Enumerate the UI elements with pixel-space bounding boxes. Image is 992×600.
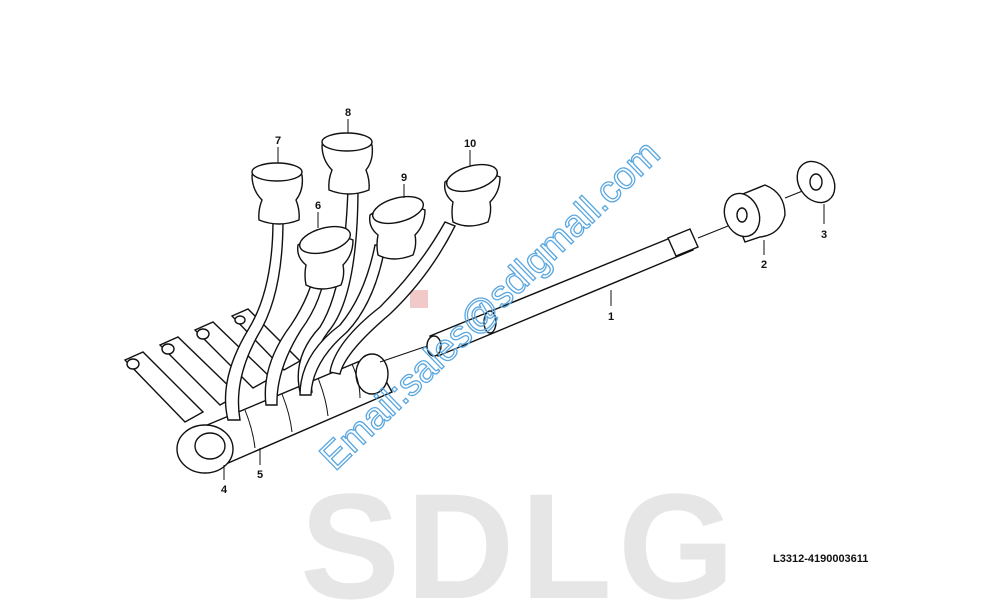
washer: [796, 160, 836, 204]
callout-1: 1: [608, 311, 614, 323]
callout-5: 5: [257, 469, 263, 481]
drawing-code: L3312-4190003611: [773, 553, 869, 565]
callout-6: 6: [315, 200, 321, 212]
callout-2: 2: [761, 259, 767, 271]
callout-8: 8: [345, 107, 351, 119]
brand-watermark: SDLG: [300, 462, 741, 600]
callout-9: 9: [401, 172, 407, 184]
leader-lines: [223, 119, 825, 480]
main-shaft-assembly: [176, 353, 393, 474]
lever-ears: [123, 308, 302, 423]
control-levers: [224, 132, 501, 421]
pin: [379, 225, 729, 363]
callout-10: 10: [464, 138, 476, 150]
watermark-accent: [410, 290, 428, 308]
callout-7: 7: [275, 135, 281, 147]
bushing: [723, 184, 806, 243]
callout-4: 4: [221, 484, 228, 496]
callout-3: 3: [821, 229, 827, 241]
